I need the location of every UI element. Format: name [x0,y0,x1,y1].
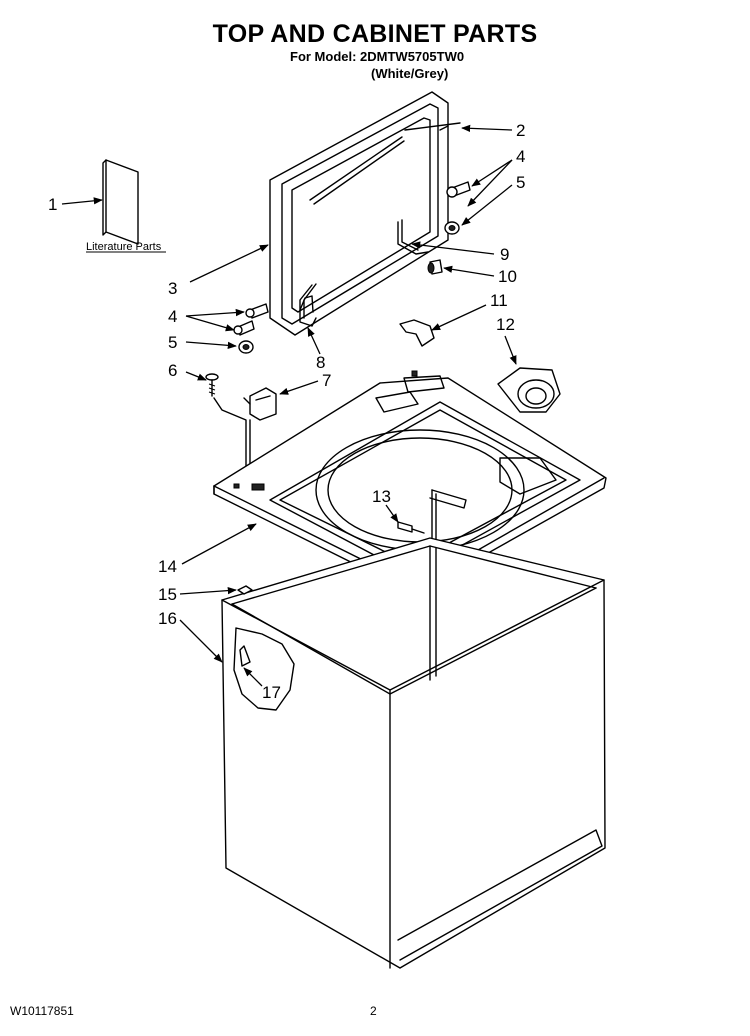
callout-13: 13 [372,487,391,506]
callout-17: 17 [262,683,281,702]
callout-8: 8 [316,353,325,372]
bumper [427,259,443,275]
cabinet [221,537,606,969]
callout-10: 10 [498,267,517,286]
bolt-left-1 [245,303,269,319]
callout-5-upper: 5 [516,173,525,192]
screw-6 [205,373,219,397]
clip-15 [237,585,253,595]
callout-4-left: 4 [168,307,177,326]
dispenser-cup [497,367,561,413]
callout-2: 2 [516,121,525,140]
callout-11: 11 [490,291,508,310]
callout-1: 1 [48,195,57,214]
hinge-rod [309,122,461,205]
hinge-bracket-left [299,283,317,327]
model-line: For Model: 2DMTW5705TW0 [290,49,465,64]
callout-3: 3 [168,279,177,298]
callout-7: 7 [322,371,331,390]
page-number: 2 [370,1004,377,1018]
washer-left [238,340,254,354]
document-number: W10117851 [10,1004,74,1018]
bolt-left-2 [233,320,255,336]
callout-4-upper: 4 [516,147,525,166]
callout-15: 15 [158,585,177,604]
washer-upper [444,221,460,235]
callout-6: 6 [168,361,177,380]
color-line: (White/Grey) [371,66,449,81]
screw-13 [397,521,425,534]
lid-switch [213,387,277,471]
lid [269,91,449,336]
callout-16: 16 [158,609,177,628]
literature-parts-label: Literature Parts [86,241,162,253]
callout-14: 14 [158,557,177,576]
bolt-upper [446,181,471,198]
callout-5-left: 5 [168,333,177,352]
page-title: TOP AND CABINET PARTS [212,20,538,48]
literature-booklet [102,159,139,245]
hold-down-clip [399,319,435,347]
callout-9: 9 [500,245,509,264]
callout-12: 12 [496,315,515,334]
leader-lines [61,124,517,687]
